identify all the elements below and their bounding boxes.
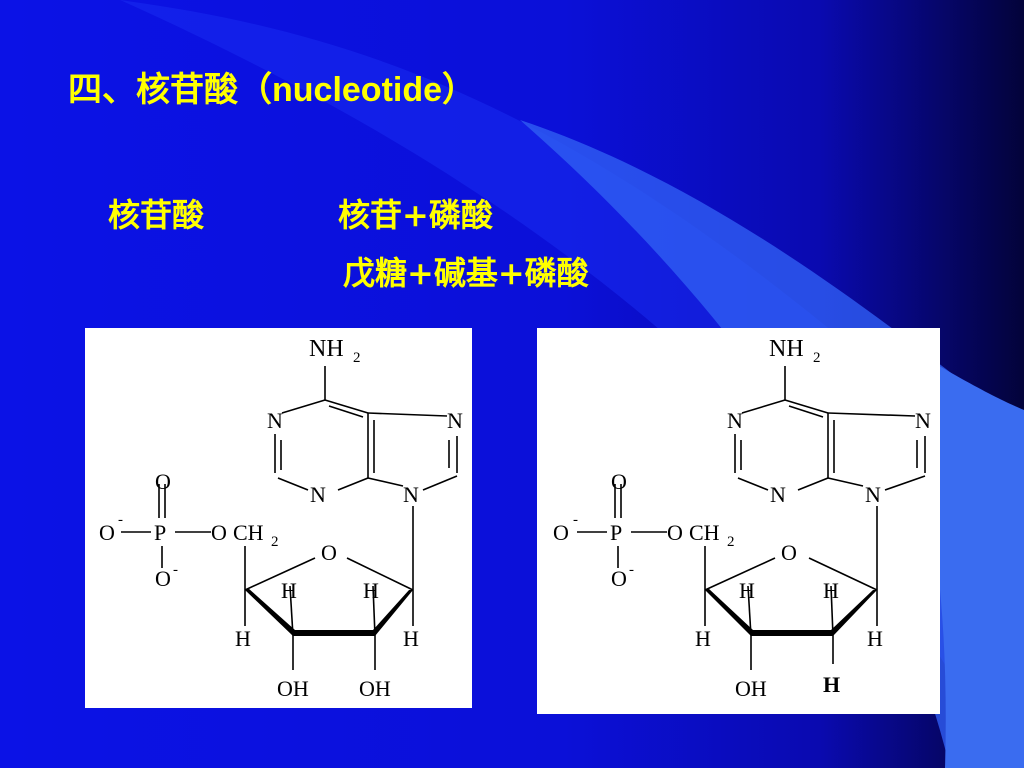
title-en: nucleotide <box>272 71 443 109</box>
amp-ch2-label: CH <box>233 520 264 545</box>
amp-phosphorus: P <box>154 520 166 545</box>
damp-n7-label: N <box>915 408 931 433</box>
amp-nh2-subscript: 2 <box>353 350 361 366</box>
amp-o-bottom-charge: - <box>173 562 178 578</box>
slide-title: 四、核苷酸（nucleotide） <box>68 62 476 111</box>
damp-oh-3: OH <box>735 676 767 701</box>
amp-oh-2: OH <box>359 676 391 701</box>
damp-ester-o: O <box>667 520 683 545</box>
damp-phosphate-o-left: O <box>553 520 569 545</box>
amp-n9-label: N <box>403 482 419 507</box>
amp-h-c2: H <box>281 578 297 603</box>
damp-phosphorus: P <box>610 520 622 545</box>
damp-n1-label: N <box>727 408 743 433</box>
amp-phosphate-o-bottom: O <box>155 566 171 591</box>
damp-ring-o: O <box>781 540 797 565</box>
damp-ch2-label: CH <box>689 520 720 545</box>
damp-nh2-label: NH <box>769 336 804 362</box>
amp-n1-label: N <box>267 408 283 433</box>
damp-ch2-subscript: 2 <box>727 534 735 550</box>
amp-n3-label: N <box>310 482 326 507</box>
term-pentose-base-phosphate: 戊糖+碱基+磷酸 <box>343 254 589 292</box>
term-nucleoside-phosphate: 核苷+磷酸 <box>338 196 493 234</box>
damp-nh2-subscript: 2 <box>813 350 821 366</box>
damp-h-c2: H <box>739 578 755 603</box>
amp-h-c1: H <box>403 626 419 651</box>
amp-ester-o: O <box>211 520 227 545</box>
damp-phosphate-o-bottom: O <box>611 566 627 591</box>
damp-n9-label: N <box>865 482 881 507</box>
amp-h-c3: H <box>363 578 379 603</box>
damp-phosphate-o-top: O <box>611 469 627 494</box>
amp-n7-label: N <box>447 408 463 433</box>
damp-o-left-charge: - <box>573 512 578 528</box>
title-zh: 四、核苷酸（ <box>68 70 272 110</box>
damp-h-c4: H <box>695 626 711 651</box>
structure-panel-damp: NH 2 N N N N O O - P O - O CH 2 O H H H … <box>537 328 940 714</box>
damp-h-c3: H <box>823 578 839 603</box>
amp-phosphate-o-top: O <box>155 469 171 494</box>
amp-ch2-subscript: 2 <box>271 534 279 550</box>
damp-h-c1: H <box>867 626 883 651</box>
structure-panel-amp: NH 2 N N N N O O - P O - O CH 2 O H H H … <box>85 328 472 708</box>
damp-n3-label: N <box>770 482 786 507</box>
amp-structure-diagram: NH 2 N N N N O O - P O - O CH 2 O H H H … <box>99 336 463 701</box>
amp-o-left-charge: - <box>118 512 123 528</box>
title-close: ） <box>442 70 477 110</box>
amp-ring-o: O <box>321 540 337 565</box>
amp-phosphate-o-left: O <box>99 520 115 545</box>
amp-nh2-label: NH <box>309 336 344 362</box>
damp-structure-diagram: NH 2 N N N N O O - P O - O CH 2 O H H H … <box>553 336 931 701</box>
damp-h-deoxy-highlight: H <box>823 672 840 697</box>
term-nucleotide: 核苷酸 <box>108 196 205 234</box>
amp-h-c4: H <box>235 626 251 651</box>
damp-o-bottom-charge: - <box>629 562 634 578</box>
amp-oh-3: OH <box>277 676 309 701</box>
